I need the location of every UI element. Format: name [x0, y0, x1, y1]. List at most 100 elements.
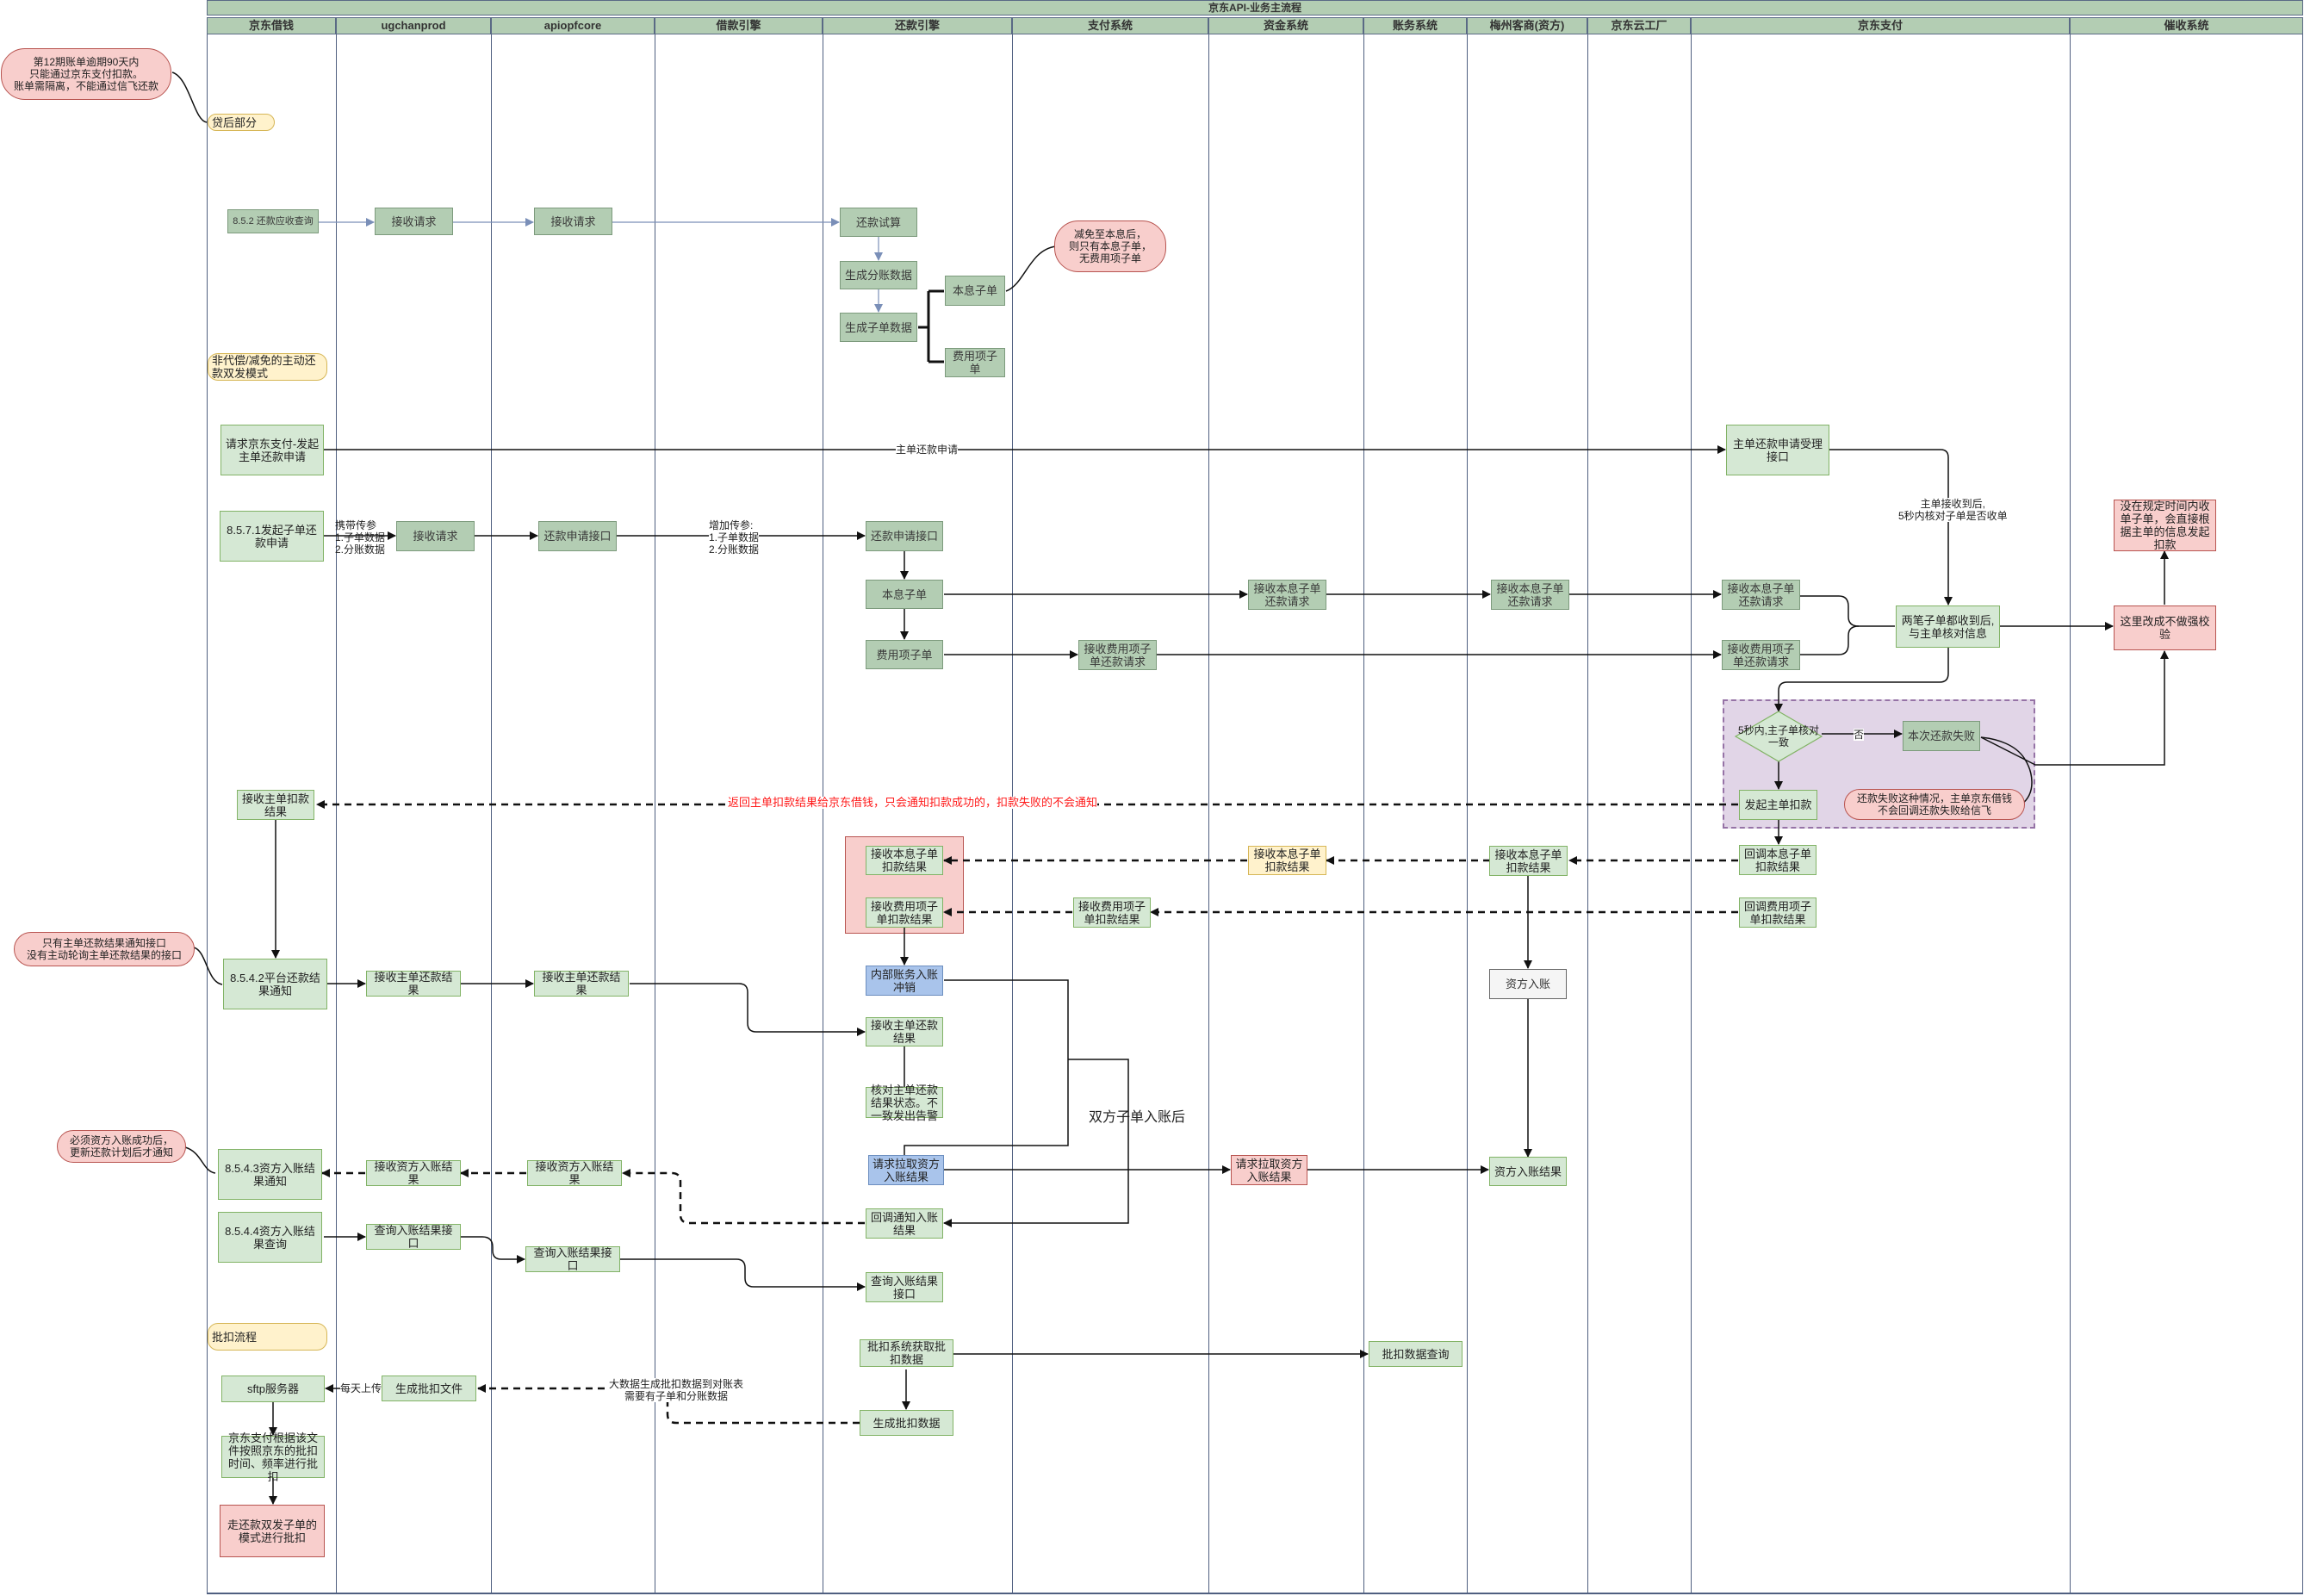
- box-sftp-server[interactable]: sftp服务器: [221, 1376, 325, 1402]
- label-daily-upload: 每天上传: [340, 1382, 382, 1394]
- lane-repay-engine: [823, 34, 1012, 1593]
- box-engine-recv-principal-result[interactable]: 接收本息子单扣款结果: [866, 846, 943, 875]
- label-add-params: 增加传参: 1.子单数据 2.分账数据: [709, 519, 760, 556]
- label-main-recv-5s: 主单接收到后, 5秒内核对子单是否收单: [1898, 498, 2008, 522]
- box-ug-recv-capital-result[interactable]: 接收资方入账结果: [366, 1160, 461, 1186]
- decision-5s-consistent[interactable]: 5秒内,主子单核对一致: [1737, 724, 1819, 748]
- note-no-failure-callback: 还款失败这种情况，主单京东借钱 不会回调还款失败给信飞: [1844, 789, 2025, 820]
- box-engine-query-interface[interactable]: 查询入账结果接口: [866, 1272, 943, 1302]
- box-api-recv-capital-result[interactable]: 接收资方入账结果: [527, 1160, 622, 1186]
- note-overdue-90-days: 第12期账单逾期90天内 只能通过京东支付扣款。 账单需隔离，不能通过信飞还款: [1, 48, 171, 100]
- diagram-title: 京东API-业务主流程: [207, 0, 2303, 16]
- lane-fund: [1208, 34, 1363, 1593]
- box-mz-recv-principal[interactable]: 接收本息子单还款请求: [1491, 580, 1569, 610]
- box-this-repay-failed[interactable]: 本次还款失败: [1903, 721, 1980, 751]
- box-jdpay-batch-by-file[interactable]: 京东支付根据该文件按照京东的批扣时间、频率进行批扣: [221, 1431, 325, 1483]
- box-engine-fee-sub[interactable]: 费用项子单: [866, 640, 943, 669]
- box-gen-split-data[interactable]: 生成分账数据: [840, 261, 917, 289]
- box-batch-data-query[interactable]: 批扣数据查询: [1369, 1341, 1463, 1367]
- box-request-jdpay-main[interactable]: 请求京东支付-发起主单还款申请: [220, 425, 324, 475]
- lane-jd-borrow: [207, 34, 336, 1593]
- label-main-apply: 主单还款申请: [896, 444, 959, 456]
- lane-bottom-border: [207, 1593, 2303, 1594]
- lane-jd-pay: [1691, 34, 2070, 1593]
- box-capital-entry[interactable]: 资方入账: [1489, 969, 1567, 999]
- lane-header-ugchanprod: ugchanprod: [336, 17, 491, 34]
- box-ug-receive-request-1[interactable]: 接收请求: [375, 208, 453, 235]
- box-8544-capital-query[interactable]: 8.5.4.4资方入账结果查询: [218, 1212, 322, 1263]
- box-initiate-main-deduct[interactable]: 发起主单扣款: [1739, 790, 1817, 820]
- lane-loan-engine: [655, 34, 823, 1593]
- box-jd-callback-fee[interactable]: 回调费用项子单扣款结果: [1739, 897, 1816, 928]
- box-repay-trial[interactable]: 还款试算: [840, 208, 917, 237]
- lane-header-accounting: 账务系统: [1363, 17, 1467, 34]
- box-8571-initiate[interactable]: 8.5.7.1发起子单还款申请: [220, 511, 324, 562]
- box-main-accept-interface[interactable]: 主单还款申请受理接口: [1726, 425, 1829, 475]
- box-fee-sub-top[interactable]: 费用项子单: [945, 348, 1005, 377]
- box-no-strong-check[interactable]: 这里改成不做强校验: [2114, 605, 2216, 650]
- lane-apiopfcore: [491, 34, 655, 1593]
- lane-header-jd-borrow: 京东借钱: [207, 17, 336, 34]
- box-pay-recv-fee[interactable]: 接收费用项子单还款请求: [1078, 640, 1157, 670]
- lane-header-collection: 催收系统: [2070, 17, 2303, 34]
- box-walk-double-mode[interactable]: 走还款双发子单的模式进行批扣: [220, 1505, 325, 1557]
- box-ug-query-interface[interactable]: 查询入账结果接口: [366, 1224, 461, 1250]
- box-verify-main-status[interactable]: 核对主单还款结果状态。不一致发出告警: [866, 1084, 943, 1122]
- box-gen-batch-file[interactable]: 生成批扣文件: [382, 1376, 476, 1401]
- tag-active-repay: 非代偿/减免的主动还款双发模式: [208, 353, 327, 381]
- lane-collection: [2070, 34, 2303, 1593]
- label-after-entry: 双方子单入账后: [1089, 1110, 1186, 1125]
- lane-header-apiopfcore: apiopfcore: [491, 17, 655, 34]
- box-both-received-check[interactable]: 两笔子单都收到后,与主单核对信息: [1896, 605, 2000, 648]
- box-api-query-interface[interactable]: 查询入账结果接口: [525, 1246, 620, 1272]
- note-capital-entry-first: 必须资方入账成功后， 更新还款计划后才通知: [57, 1130, 186, 1163]
- box-mz-recv-principal-result[interactable]: 接收本息子单扣款结果: [1489, 846, 1568, 876]
- note-reduction-principal-only: 减免至本息后， 则只有本息子单， 无费用项子单: [1054, 220, 1166, 272]
- lane-payment: [1012, 34, 1208, 1593]
- box-852-query[interactable]: 8.5.2 还款应收查询: [227, 209, 319, 233]
- box-engine-recv-fee-result[interactable]: 接收费用项子单扣款结果: [866, 897, 943, 928]
- box-api-receive-request-1[interactable]: 接收请求: [534, 208, 612, 235]
- box-engine-recv-main-result[interactable]: 接收主单还款结果: [866, 1017, 943, 1046]
- box-api-recv-main-result[interactable]: 接收主单还款结果: [534, 971, 629, 997]
- lane-header-jd-pay: 京东支付: [1691, 17, 2070, 34]
- lane-header-loan-engine: 借款引擎: [655, 17, 823, 34]
- lane-meizhou: [1467, 34, 1587, 1593]
- lane-ugchanprod: [336, 34, 491, 1593]
- label-no: 否: [1854, 729, 1865, 741]
- box-collection-deduct[interactable]: 没在规定时间内收单子单，会直接根据主单的信息发起扣款: [2114, 500, 2216, 551]
- box-engine-principal-sub[interactable]: 本息子单: [866, 580, 943, 609]
- lane-jd-cloud: [1587, 34, 1691, 1593]
- box-recv-main-deduct-result[interactable]: 接收主单扣款结果: [237, 790, 314, 820]
- lane-header-payment: 支付系统: [1012, 17, 1208, 34]
- box-fund-recv-principal[interactable]: 接收本息子单还款请求: [1248, 580, 1326, 610]
- box-engine-repay-apply[interactable]: 还款申请接口: [866, 521, 943, 551]
- lane-header-jd-cloud: 京东云工厂: [1587, 17, 1691, 34]
- box-8543-capital-notify[interactable]: 8.5.4.3资方入账结果通知: [218, 1149, 322, 1200]
- box-jd-recv-principal[interactable]: 接收本息子单还款请求: [1722, 580, 1800, 610]
- box-gen-batch-data[interactable]: 生成批扣数据: [860, 1410, 953, 1436]
- box-callback-notify-entry[interactable]: 回调通知入账结果: [866, 1208, 943, 1239]
- box-8542-main-notify[interactable]: 8.5.4.2平台还款结果通知: [223, 959, 327, 1009]
- box-req-pull-capital-fund[interactable]: 请求拉取资方入账结果: [1231, 1155, 1307, 1185]
- decision-diamond: [1734, 711, 1823, 762]
- note-only-notify-interface: 只有主单还款结果通知接口 没有主动轮询主单还款结果的接口: [14, 932, 195, 966]
- box-gen-sub-data[interactable]: 生成子单数据: [840, 313, 917, 342]
- box-pay-recv-fee-result[interactable]: 接收费用项子单扣款结果: [1073, 897, 1151, 928]
- box-internal-offset[interactable]: 内部账务入账冲销: [866, 966, 943, 996]
- lane-header-fund: 资金系统: [1208, 17, 1363, 34]
- box-fund-recv-principal-result[interactable]: 接收本息子单扣款结果: [1248, 846, 1326, 875]
- box-batch-fetch-data[interactable]: 批扣系统获取批扣数据: [860, 1339, 953, 1367]
- box-jd-callback-principal[interactable]: 回调本息子单扣款结果: [1739, 845, 1816, 875]
- tag-batch-flow: 批扣流程: [208, 1323, 327, 1351]
- box-ug-recv-main-result[interactable]: 接收主单还款结果: [366, 971, 461, 997]
- box-jd-recv-fee[interactable]: 接收费用项子单还款请求: [1722, 640, 1800, 670]
- box-principal-sub-top[interactable]: 本息子单: [945, 276, 1005, 306]
- label-bigdata-batch: 大数据生成批扣数据到对账表 需要有子单和分账数据: [609, 1378, 744, 1402]
- box-api-repay-apply[interactable]: 还款申请接口: [538, 521, 617, 551]
- box-ug-receive-request-2[interactable]: 接收请求: [396, 521, 475, 551]
- box-req-pull-capital-engine[interactable]: 请求拉取资方入账结果: [868, 1155, 944, 1185]
- tag-post-loan: 贷后部分: [208, 114, 275, 131]
- box-mz-capital-result[interactable]: 资方入账结果: [1489, 1157, 1567, 1186]
